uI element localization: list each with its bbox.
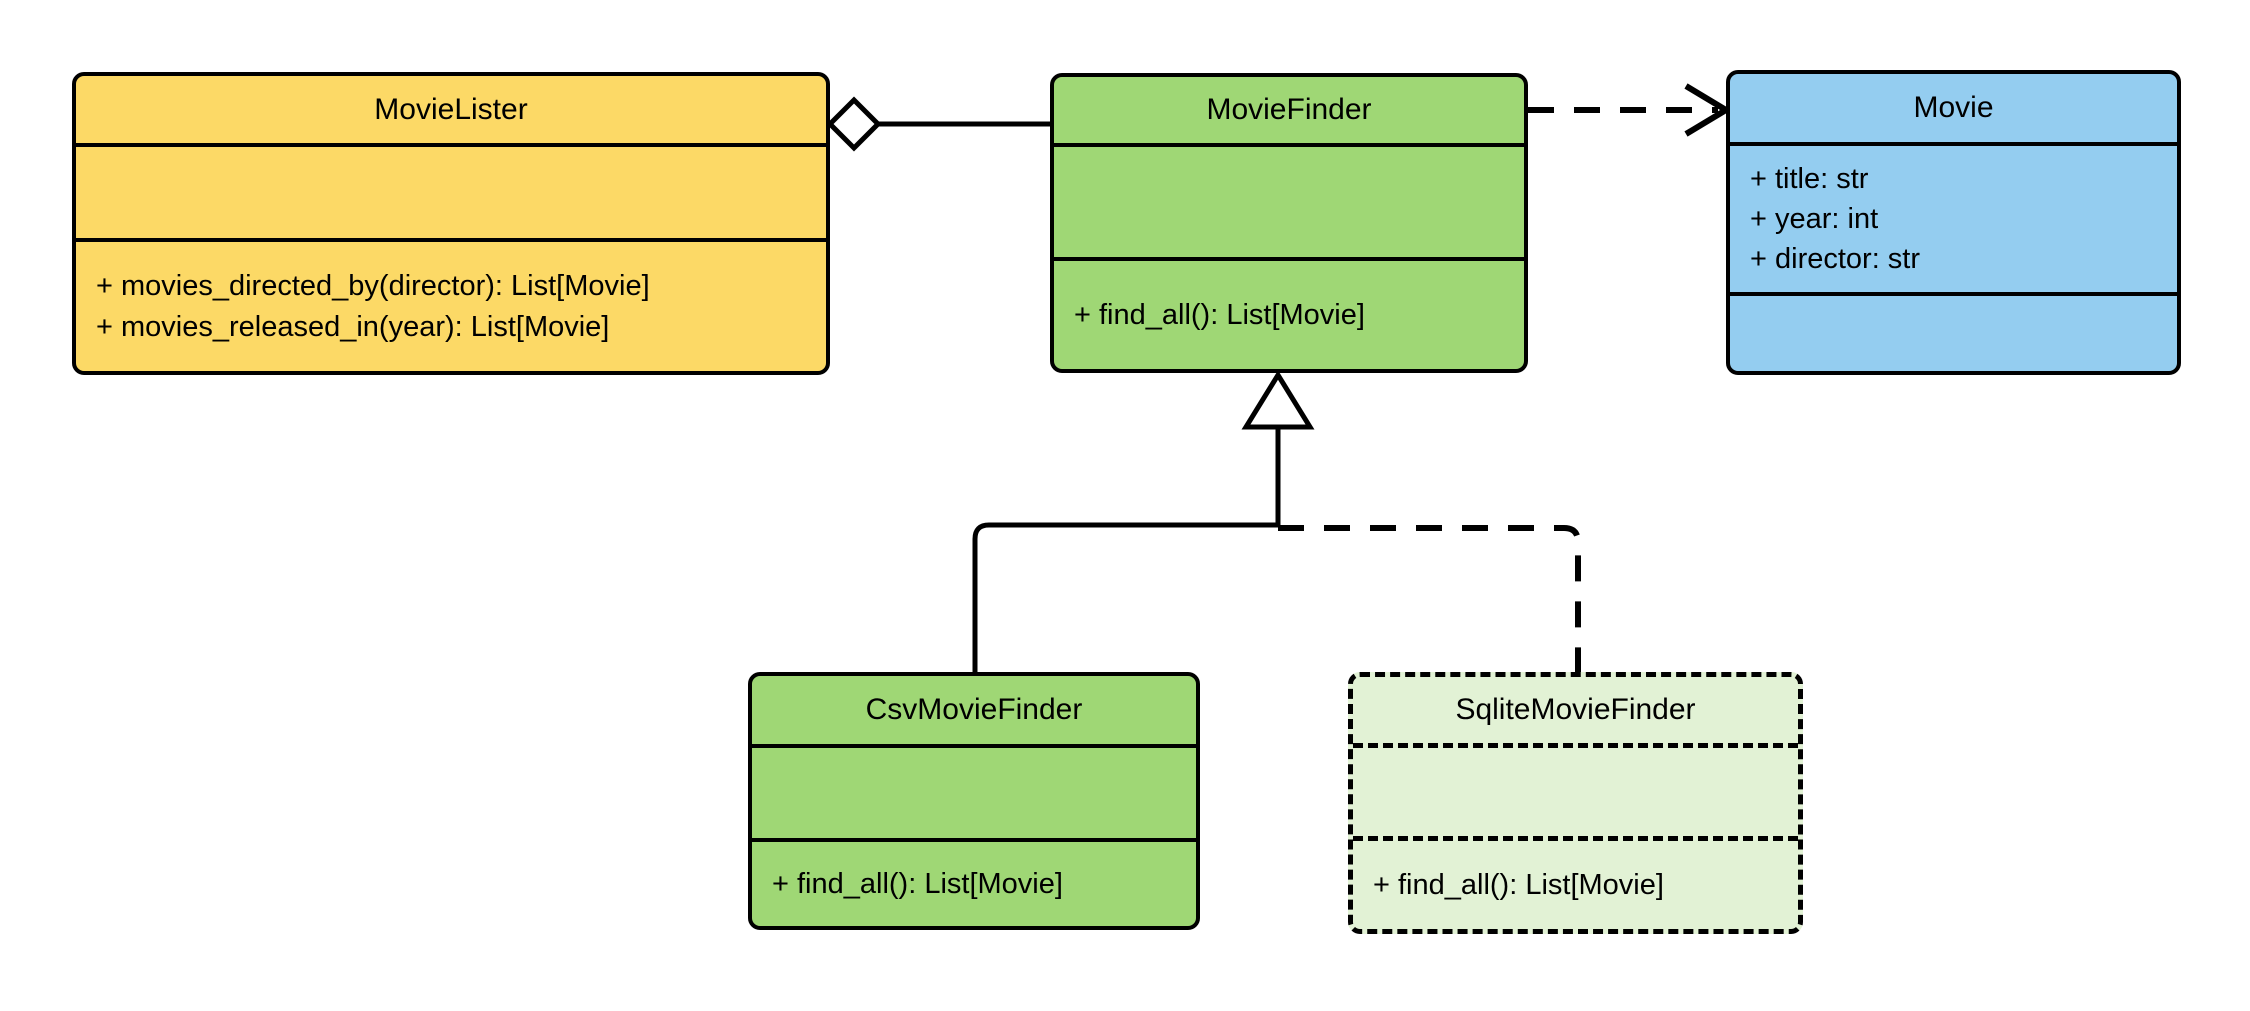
compartment-divider: [752, 838, 1196, 842]
compartment-divider: [752, 744, 1196, 748]
class-box-movie[interactable]: Movie + title: str + year: int + directo…: [1726, 70, 2181, 375]
compartment-divider: [1730, 292, 2177, 296]
operation-item: + find_all(): List[Movie]: [772, 867, 1063, 900]
attributes-compartment: [752, 748, 1196, 838]
operations-compartment: [1730, 296, 2177, 371]
class-name-label: MovieLister: [374, 92, 528, 126]
operations-compartment: + find_all(): List[Movie]: [1054, 261, 1524, 369]
attributes-compartment: [1353, 748, 1798, 836]
compartment-divider: [1730, 142, 2177, 146]
attributes-compartment: + title: str + year: int + director: str: [1730, 146, 2177, 292]
generalization-shared-stem: [1241, 370, 1315, 525]
compartment-divider: [76, 143, 826, 147]
operation-item: + find_all(): List[Movie]: [1074, 298, 1365, 331]
class-name-compartment: MovieLister: [76, 76, 826, 143]
hollow-diamond-marker: [826, 96, 882, 152]
attributes-compartment: [76, 147, 826, 238]
open-arrow-marker: [1684, 83, 1732, 137]
compartment-divider: [1054, 143, 1524, 147]
hollow-triangle-marker: [1241, 370, 1315, 430]
class-box-csv-movie-finder[interactable]: CsvMovieFinder + find_all(): List[Movie]: [748, 672, 1200, 930]
inheritance-sqlite-line: [1278, 525, 1581, 672]
class-name-compartment: Movie: [1730, 74, 2177, 142]
attribute-item: + title: str: [1750, 162, 1869, 195]
dependency-finder-movie-edge: [1528, 83, 1732, 137]
operation-item: + movies_released_in(year): List[Movie]: [96, 310, 610, 343]
class-name-label: SqliteMovieFinder: [1455, 693, 1696, 726]
class-box-sqlite-movie-finder[interactable]: SqliteMovieFinder + find_all(): List[Mov…: [1348, 672, 1803, 934]
compartment-divider: [1353, 743, 1798, 748]
aggregation-lister-finder-edge: [826, 96, 1050, 152]
operations-compartment: + find_all(): List[Movie]: [752, 842, 1196, 926]
operation-item: + movies_directed_by(director): List[Mov…: [96, 270, 650, 303]
compartment-divider: [1353, 836, 1798, 841]
class-name-label: Movie: [1913, 91, 1994, 124]
attribute-item: + year: int: [1750, 202, 1879, 235]
class-name-compartment: SqliteMovieFinder: [1353, 677, 1798, 743]
compartment-divider: [76, 238, 826, 242]
class-name-label: MovieFinder: [1206, 93, 1372, 126]
operations-compartment: + find_all(): List[Movie]: [1353, 841, 1798, 929]
attributes-compartment: [1054, 147, 1524, 257]
class-name-compartment: CsvMovieFinder: [752, 676, 1196, 744]
inheritance-csv-finder-edge: [972, 522, 1278, 672]
operations-compartment: + movies_directed_by(director): List[Mov…: [76, 242, 826, 371]
class-name-label: CsvMovieFinder: [865, 693, 1083, 726]
class-name-compartment: MovieFinder: [1054, 77, 1524, 143]
operation-item: + find_all(): List[Movie]: [1373, 868, 1664, 901]
attribute-item: + director: str: [1750, 243, 1921, 275]
inheritance-csv-line: [972, 522, 1278, 672]
class-box-movie-lister[interactable]: MovieLister + movies_directed_by(directo…: [72, 72, 830, 375]
inheritance-sqlite-finder-edge: [1278, 525, 1581, 672]
class-box-movie-finder[interactable]: MovieFinder + find_all(): List[Movie]: [1050, 73, 1528, 373]
compartment-divider: [1054, 257, 1524, 261]
